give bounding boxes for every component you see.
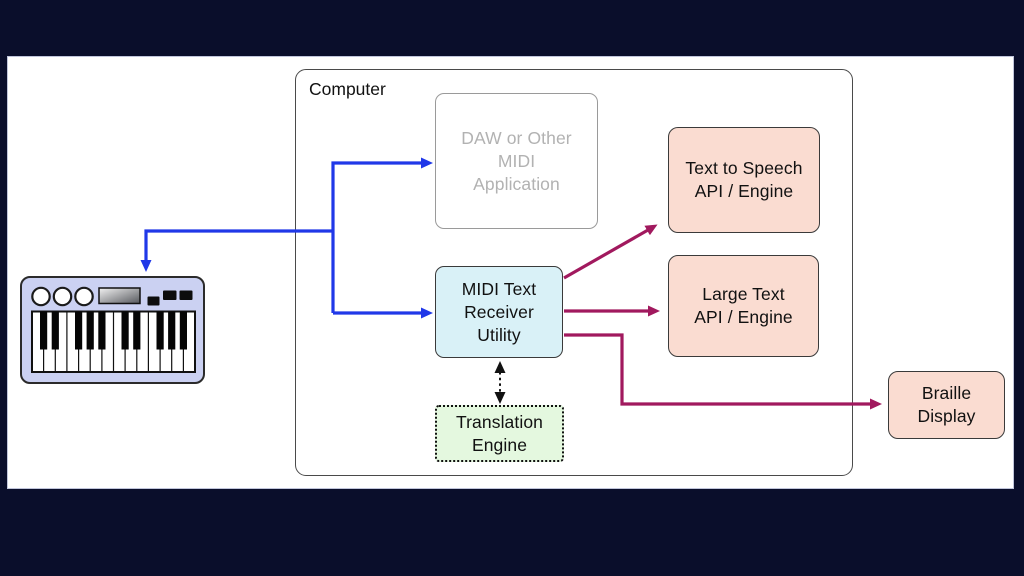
node-translation-engine: Translation Engine <box>435 405 564 462</box>
node-braille-display-label: Braille Display <box>917 383 976 426</box>
node-midi-receiver-label: MIDI Text Receiver Utility <box>461 278 537 345</box>
node-large-text: Large Text API / Engine <box>668 255 819 357</box>
node-text-to-speech: Text to Speech API / Engine <box>668 127 820 233</box>
node-computer-frame: Computer <box>295 69 853 476</box>
node-text-to-speech-label: Text to Speech API / Engine <box>685 158 803 201</box>
node-midi-receiver: MIDI Text Receiver Utility <box>435 266 563 358</box>
node-daw-label: DAW or Other MIDI Application <box>461 127 572 194</box>
node-large-text-label: Large Text API / Engine <box>694 284 793 327</box>
computer-frame-label: Computer <box>309 79 386 99</box>
node-translation-engine-label: Translation Engine <box>455 411 544 455</box>
node-braille-display: Braille Display <box>888 371 1005 439</box>
node-daw: DAW or Other MIDI Application <box>435 93 598 229</box>
